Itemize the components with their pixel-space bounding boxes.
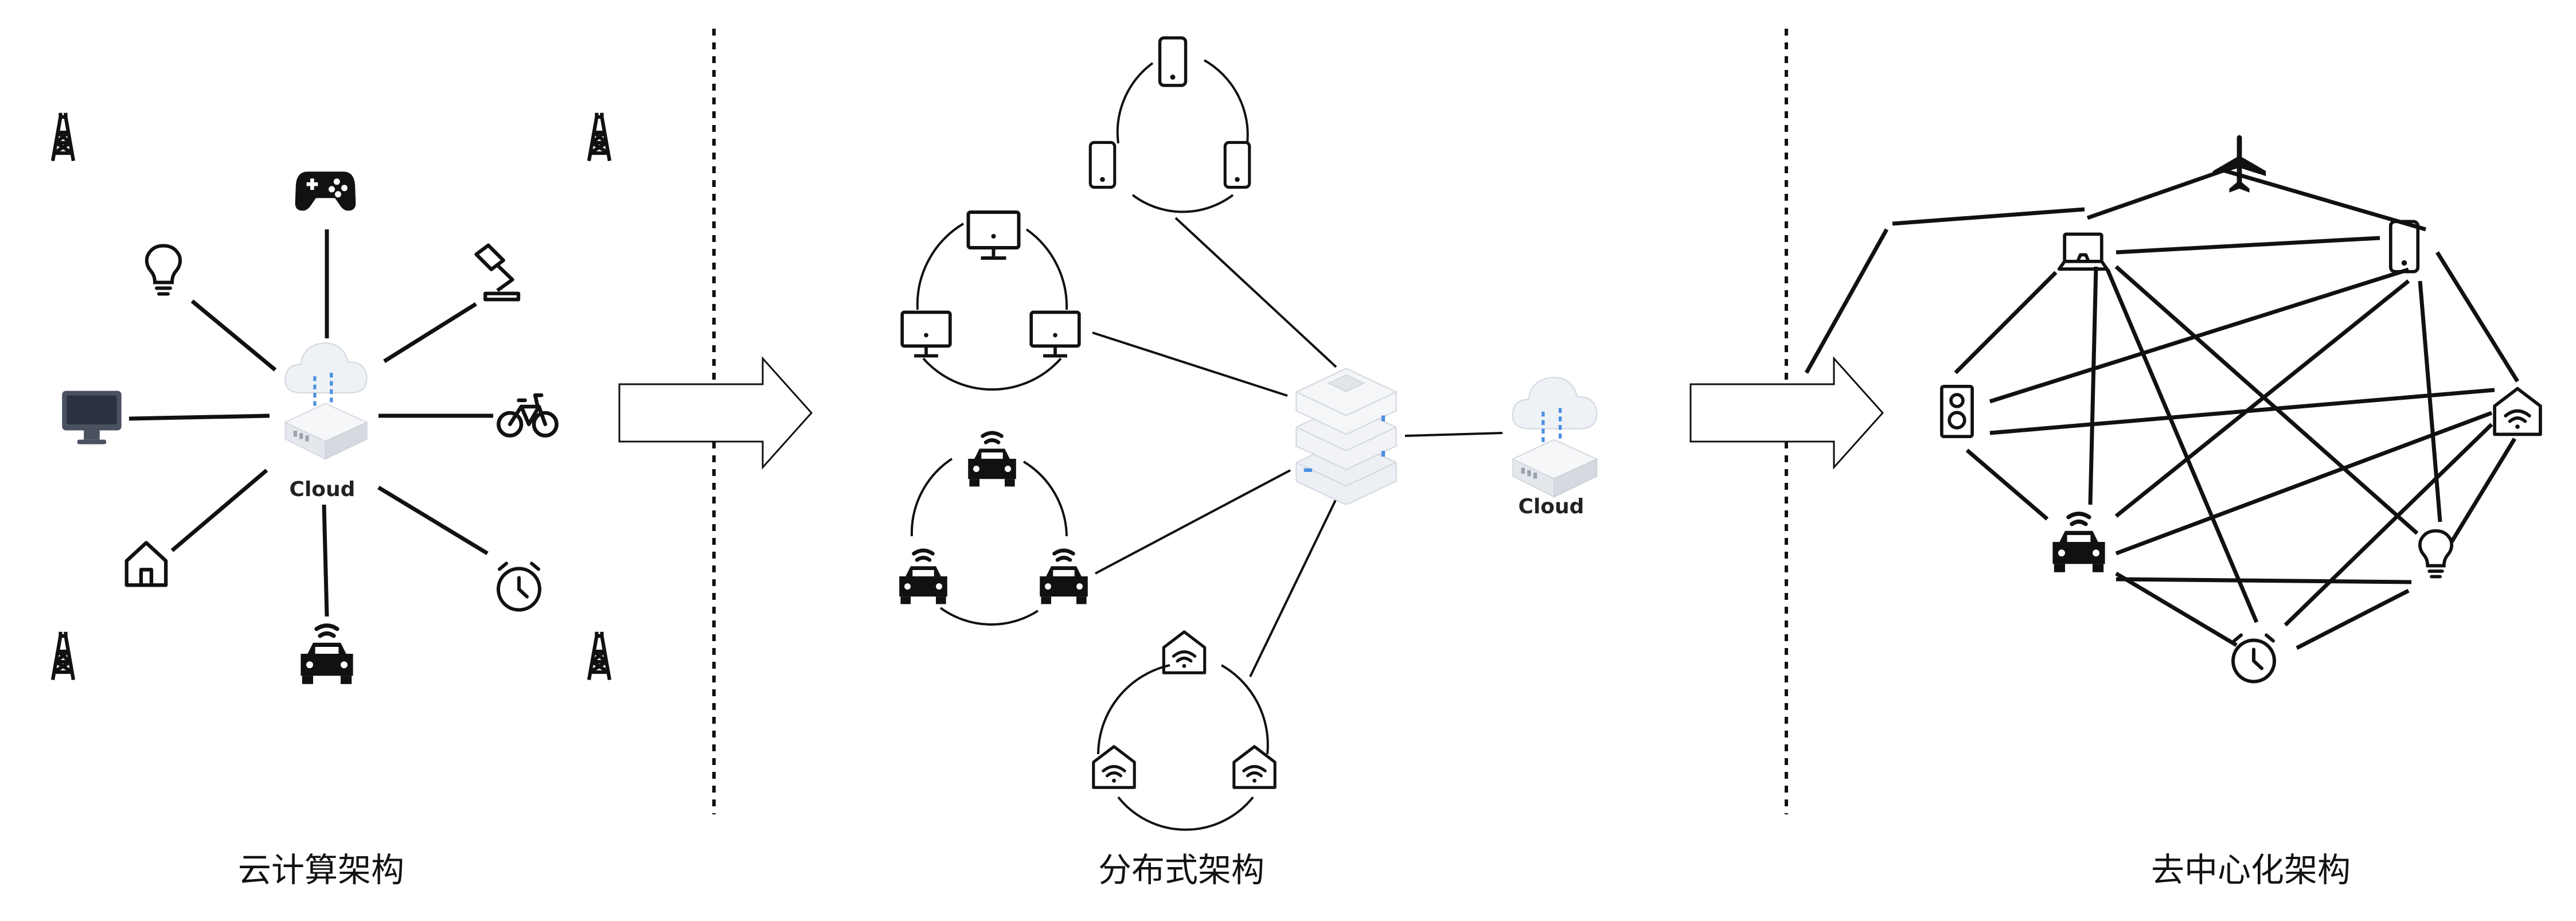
smart-home-icon xyxy=(1234,747,1275,787)
alarm-clock-icon xyxy=(498,564,540,610)
lightbulb-icon xyxy=(147,246,180,294)
car-icon xyxy=(1040,551,1088,604)
laptop-icon xyxy=(2059,234,2107,269)
caption-decentralized: 去中心化架构 xyxy=(2150,850,2351,889)
airplane-icon xyxy=(2212,135,2266,193)
phone-icon xyxy=(1160,38,1186,85)
gamepad-icon xyxy=(295,171,356,210)
arrow-left xyxy=(618,356,813,470)
tower-icon xyxy=(589,113,610,161)
cloud-label: Cloud xyxy=(290,478,356,501)
desktop-icon xyxy=(1031,313,1079,356)
tower-icon xyxy=(589,632,610,680)
smart-home-icon xyxy=(2495,389,2540,435)
bicycle-icon xyxy=(498,395,556,435)
car-icon xyxy=(968,433,1016,487)
monitor-icon xyxy=(62,391,122,444)
car-icon xyxy=(899,551,947,604)
lightbulb-icon xyxy=(2420,531,2452,577)
distributed-section xyxy=(910,59,1503,831)
cloud-label: Cloud xyxy=(1519,495,1584,518)
phone-icon xyxy=(1090,142,1115,187)
car-icon xyxy=(2052,514,2105,572)
server-icon xyxy=(1295,368,1397,505)
cloud-server-icon xyxy=(285,343,366,459)
caption-distributed: 分布式架构 xyxy=(1098,850,1264,889)
caption-cloud-computing: 云计算架构 xyxy=(237,850,404,889)
cloud-server-icon xyxy=(1513,377,1597,497)
tower-icon xyxy=(53,632,73,680)
phone-icon xyxy=(2391,221,2418,271)
smart-home-icon xyxy=(1094,747,1134,787)
house-icon xyxy=(127,543,166,586)
desktop-icon xyxy=(902,313,950,356)
arrow-right xyxy=(1689,356,1884,470)
smart-home-icon xyxy=(1164,632,1204,673)
phone-icon xyxy=(1225,142,1250,187)
cloud-section xyxy=(128,229,493,617)
speaker-icon xyxy=(1942,387,1972,436)
car-icon xyxy=(300,626,353,684)
desk-lamp-icon xyxy=(477,245,519,300)
decentralized-section xyxy=(1804,167,2519,650)
tower-icon xyxy=(53,113,73,161)
desktop-icon xyxy=(969,212,1019,258)
alarm-clock-icon xyxy=(2233,635,2274,682)
